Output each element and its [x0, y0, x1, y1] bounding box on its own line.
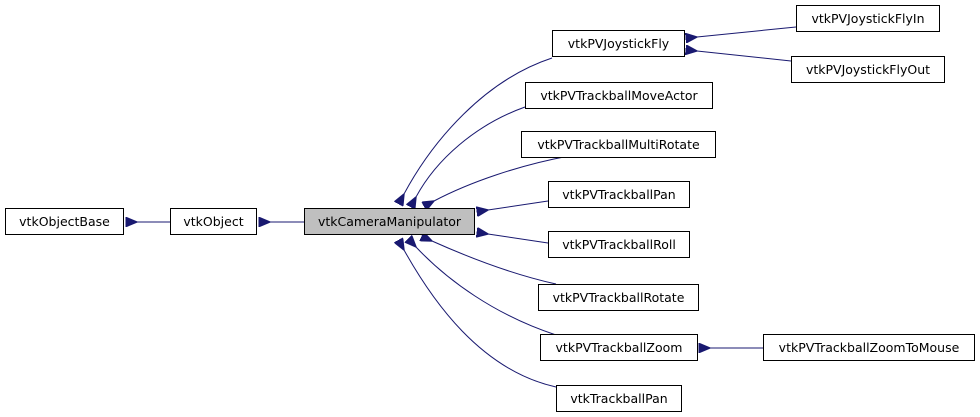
edge-vtkPVTrackballMoveActor-to-vtkCameraManipulator — [416, 106, 526, 197]
node-label: vtkTrackballPan — [570, 391, 667, 406]
node-label: vtkPVJoystickFlyIn — [811, 11, 924, 26]
edge-vtkPVTrackballPan-to-vtkCameraManipulator — [488, 200, 549, 210]
node-vtkObject[interactable]: vtkObject — [170, 208, 257, 235]
node-vtkPVTrackballRoll[interactable]: vtkPVTrackballRoll — [548, 231, 690, 258]
node-vtkCameraManipulator: vtkCameraManipulator — [304, 208, 475, 235]
edge-vtkPVJoystickFlyIn-to-vtkPVJoystickFly — [697, 26, 797, 37]
node-vtkPVTrackballPan[interactable]: vtkPVTrackballPan — [548, 181, 690, 208]
node-label: vtkPVTrackballMoveActor — [540, 88, 698, 103]
node-vtkPVTrackballZoomToMouse[interactable]: vtkPVTrackballZoomToMouse — [763, 334, 975, 361]
node-vtkPVJoystickFlyOut[interactable]: vtkPVJoystickFlyOut — [791, 56, 945, 83]
node-label: vtkCameraManipulator — [318, 214, 462, 229]
node-vtkPVTrackballMultiRotate[interactable]: vtkPVTrackballMultiRotate — [521, 131, 716, 158]
edge-vtkPVTrackballRoll-to-vtkCameraManipulator — [488, 234, 549, 244]
edge-vtkPVTrackballRotate-to-vtkCameraManipulator — [432, 241, 557, 285]
node-label: vtkPVTrackballZoom — [556, 340, 683, 355]
node-vtkPVJoystickFlyIn[interactable]: vtkPVJoystickFlyIn — [796, 5, 940, 32]
edge-vtkPVJoystickFlyOut-to-vtkPVJoystickFly — [697, 51, 792, 62]
node-label: vtkPVJoystickFly — [568, 36, 670, 51]
node-vtkPVTrackballZoom[interactable]: vtkPVTrackballZoom — [540, 334, 698, 361]
node-vtkPVTrackballMoveActor[interactable]: vtkPVTrackballMoveActor — [525, 82, 713, 109]
node-label: vtkPVTrackballRoll — [562, 237, 676, 252]
node-label: vtkPVTrackballMultiRotate — [537, 137, 700, 152]
node-label: vtkPVTrackballRotate — [553, 290, 685, 305]
node-label: vtkObjectBase — [19, 214, 110, 229]
edge-vtkTrackballPan-to-vtkCameraManipulator — [404, 250, 557, 388]
inheritance-edges — [137, 26, 797, 388]
node-vtkPVJoystickFly[interactable]: vtkPVJoystickFly — [552, 30, 685, 57]
node-label: vtkObject — [183, 214, 243, 229]
node-vtkObjectBase[interactable]: vtkObjectBase — [5, 208, 124, 235]
node-vtkTrackballPan[interactable]: vtkTrackballPan — [556, 385, 682, 412]
edge-vtkPVTrackballZoom-to-vtkCameraManipulator — [416, 247, 557, 336]
node-label: vtkPVTrackballZoomToMouse — [779, 340, 960, 355]
edge-vtkPVTrackballMultiRotate-to-vtkCameraManipulator — [434, 155, 570, 201]
class-nodes: vtkObjectBase vtkObject vtkCameraManipul… — [5, 5, 975, 412]
node-label: vtkPVTrackballPan — [562, 187, 675, 202]
node-vtkPVTrackballRotate[interactable]: vtkPVTrackballRotate — [538, 284, 699, 311]
node-label: vtkPVJoystickFlyOut — [806, 62, 930, 77]
edge-vtkPVJoystickFly-to-vtkCameraManipulator — [404, 57, 553, 194]
